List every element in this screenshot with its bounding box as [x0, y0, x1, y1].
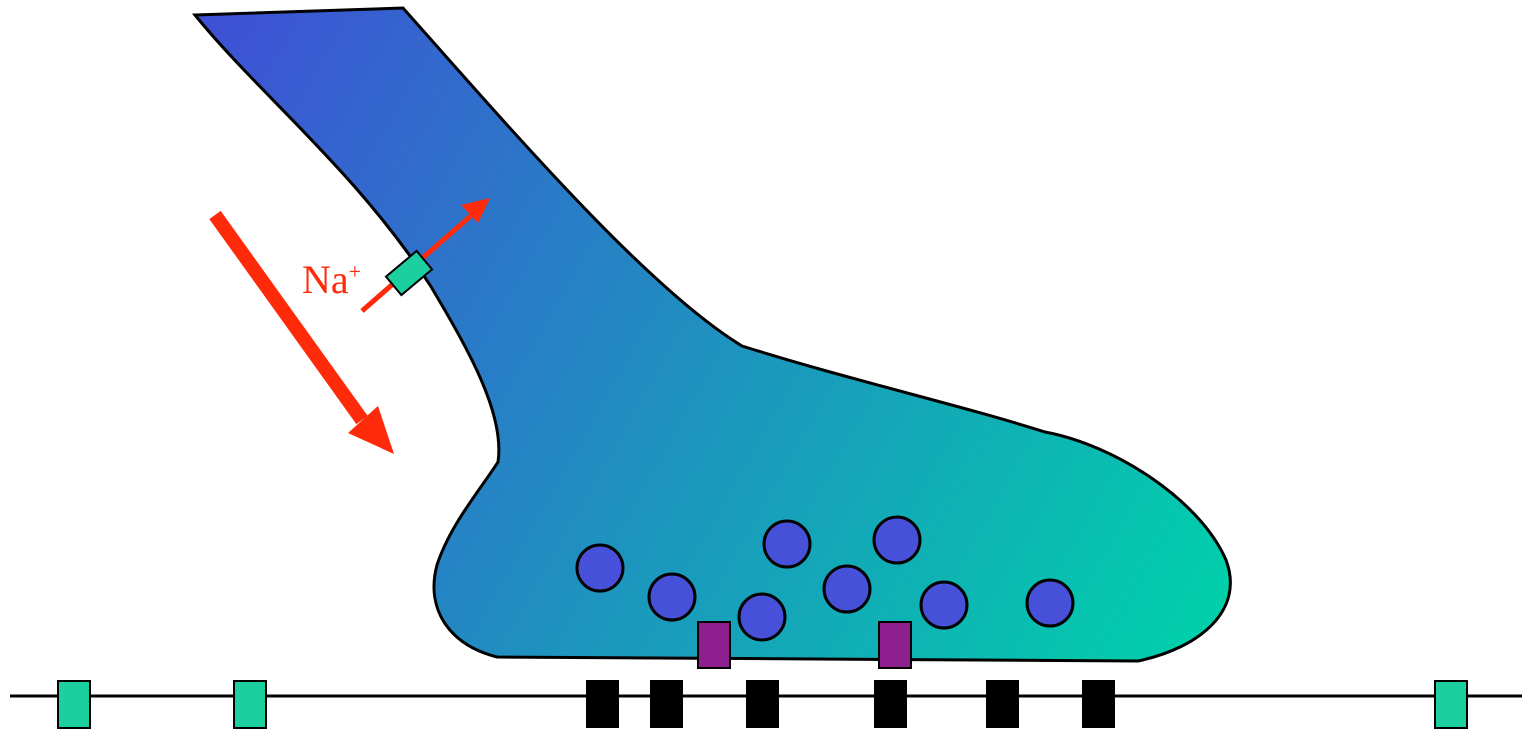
vesicle-icon	[739, 594, 785, 640]
sodium-ion-label: Na+	[302, 257, 361, 302]
vesicle-icon	[824, 566, 870, 612]
vesicle-icon	[649, 574, 695, 620]
sodium-ion-charge: +	[349, 259, 361, 284]
postsynaptic-receptor-icon	[586, 680, 619, 728]
propagation-arrow	[215, 215, 394, 454]
postsynaptic-receptor-icon	[874, 680, 907, 728]
vesicle-icon	[577, 545, 623, 591]
postsynaptic-receptor-icon	[746, 680, 779, 728]
presynaptic-terminal	[195, 8, 1230, 661]
postsynaptic-receptor-icon	[1082, 680, 1115, 728]
vesicle-icon	[874, 517, 920, 563]
vesicle-icon	[764, 521, 810, 567]
postsynaptic-receptor-icon	[986, 680, 1019, 728]
release-site-icon	[879, 622, 911, 668]
release-site-icon	[698, 622, 730, 668]
postsynaptic-receptor-icon	[650, 680, 683, 728]
vesicle-icon	[1027, 580, 1073, 626]
postsynaptic-sodium-channel-icon	[1435, 681, 1467, 728]
sodium-ion-symbol: Na	[302, 257, 349, 302]
propagation-arrow-shaft	[215, 215, 362, 420]
vesicle-icon	[921, 582, 967, 628]
postsynaptic-sodium-channel-icon	[234, 681, 266, 728]
postsynaptic-sodium-channel-icon	[58, 681, 90, 728]
